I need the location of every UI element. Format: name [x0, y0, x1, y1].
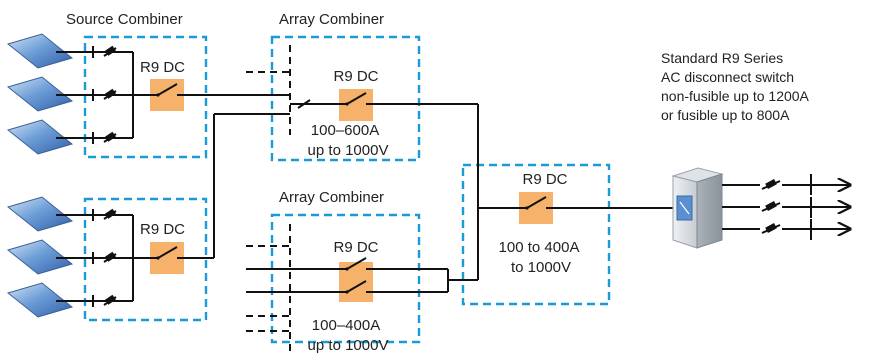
- array-combiner-bottom-switch-label: R9 DC: [333, 239, 378, 256]
- feeder-wires-top: [213, 45, 479, 258]
- array-combiner-top-box: [270, 35, 421, 162]
- fuse-icon: [103, 251, 117, 263]
- array-combiner-top-rating-1: 100–600A: [311, 122, 379, 139]
- dc-switch-icon: [339, 89, 380, 121]
- solar-panel-icon: [6, 33, 74, 69]
- solar-panel-icon: [6, 76, 74, 112]
- array-combiner-bottom-title: Array Combiner: [279, 189, 384, 206]
- source-combiner-bottom-wiring: [56, 209, 214, 307]
- ac-output-lines: [722, 174, 850, 240]
- ac-disconnect-desc-line2: AC disconnect switch: [661, 69, 794, 85]
- fuse-icon: [761, 201, 781, 212]
- source-combiner-bottom-box: [83, 197, 208, 322]
- fuse-icon: [761, 223, 781, 234]
- solar-panel-icon: [6, 119, 74, 155]
- fuse-icon: [103, 131, 117, 143]
- recombiner-rating-2: to 1000V: [511, 259, 571, 276]
- source-combiner-top-box: [83, 35, 208, 159]
- recombiner-rating-1: 100 to 400A: [499, 239, 580, 256]
- array-combiner-bottom-rating-2: up to 1000V: [308, 337, 389, 354]
- ac-disconnect-desc-line3: non-fusible up to 1200A: [661, 88, 810, 104]
- fuse-icon: [103, 208, 117, 220]
- array-combiner-bottom-box: [270, 213, 421, 344]
- solar-panel-icon: [6, 282, 74, 318]
- fuse-icon: [103, 88, 117, 100]
- source-combiner-top-switch-label: R9 DC: [140, 59, 185, 76]
- ac-disconnect-desc-line1: Standard R9 Series: [661, 50, 783, 66]
- fuse-icon: [761, 179, 781, 190]
- ac-disconnect-cabinet-icon: [671, 167, 724, 249]
- ac-disconnect-desc-line4: or fusible up to 800A: [661, 107, 790, 123]
- dc-switch-icon: [519, 192, 559, 224]
- feeder-wires-bottom: [246, 208, 479, 352]
- array-combiner-top-title: Array Combiner: [279, 11, 384, 28]
- fuse-icon: [103, 45, 117, 57]
- source-combiner-top-wiring: [56, 46, 214, 144]
- recombiner-box: [461, 163, 611, 306]
- array-combiner-top-rating-2: up to 1000V: [308, 142, 389, 159]
- fuse-icon: [103, 294, 117, 306]
- array-combiner-bottom-rating-1: 100–400A: [312, 317, 380, 334]
- dc-switch-icon: [150, 242, 190, 274]
- recombiner-switch-label: R9 DC: [522, 171, 567, 188]
- dc-switch-icon: [339, 257, 380, 302]
- array-combiner-top-switch-label: R9 DC: [333, 68, 378, 85]
- solar-panel-icon: [6, 239, 74, 275]
- solar-panel-icon: [6, 196, 74, 232]
- dc-switch-icon: [150, 79, 190, 111]
- fuse-icon: [297, 99, 311, 109]
- source-combiner-bottom-switch-label: R9 DC: [140, 221, 185, 238]
- source-combiner-title: Source Combiner: [66, 11, 183, 28]
